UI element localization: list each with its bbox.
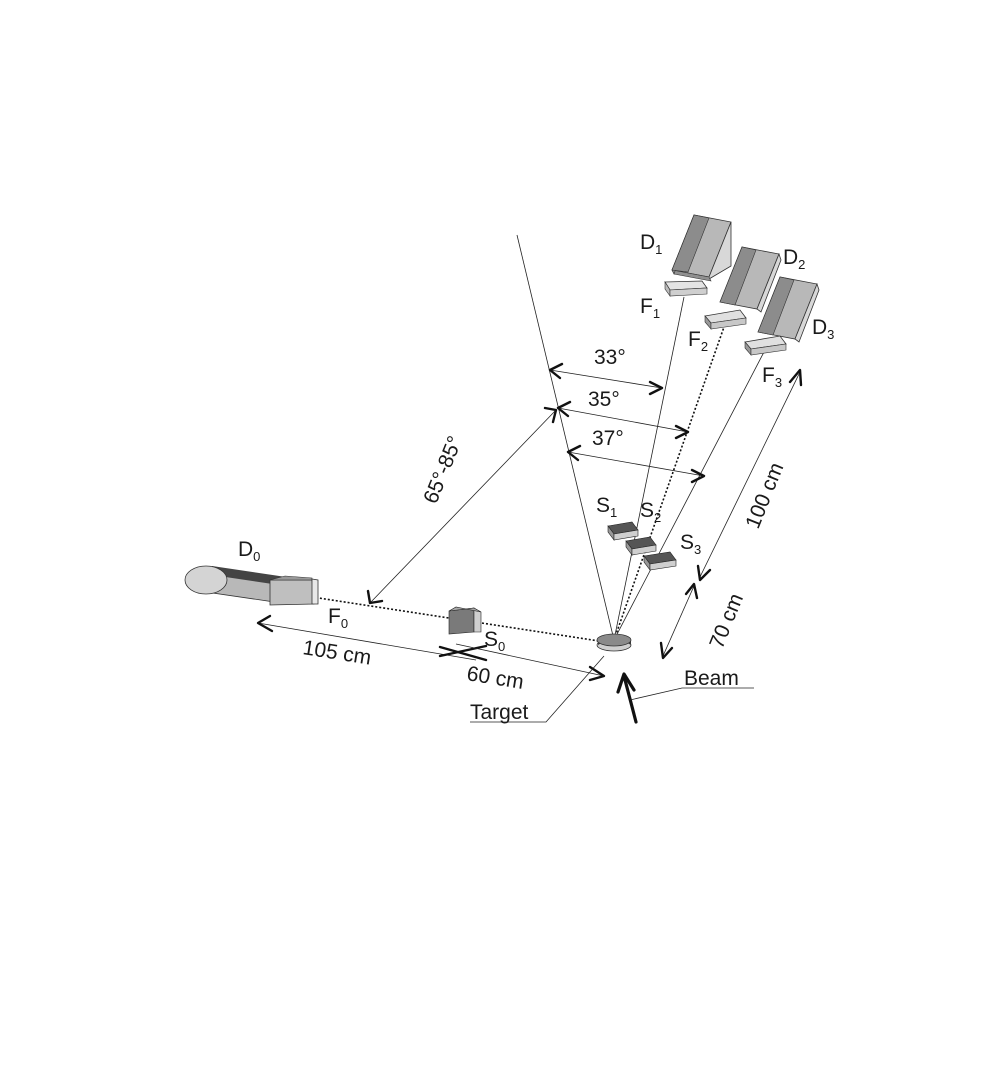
detector-D0 bbox=[184, 565, 315, 606]
callout-leaders bbox=[470, 655, 754, 723]
angle-65-85-dimension bbox=[366, 406, 558, 605]
label-beam: Beam bbox=[684, 667, 739, 690]
shield-S3 bbox=[643, 551, 677, 571]
label-F2: F2 bbox=[688, 328, 708, 354]
label-D1: D1 bbox=[640, 231, 662, 257]
angle-33-dimension bbox=[548, 362, 664, 396]
label-F3: F3 bbox=[762, 364, 782, 390]
label-distance-100: 100 cm bbox=[741, 459, 788, 531]
label-F0: F0 bbox=[328, 605, 348, 631]
label-S3: S3 bbox=[680, 531, 701, 557]
label-F1: F1 bbox=[640, 295, 660, 321]
detector-D2 bbox=[719, 246, 782, 313]
label-S0: S0 bbox=[484, 628, 505, 654]
beam-axis-line bbox=[516, 234, 615, 641]
angle-35-dimension bbox=[556, 400, 690, 440]
flight-path-3 bbox=[613, 351, 765, 641]
label-S1: S1 bbox=[596, 494, 617, 520]
detector-D1 bbox=[671, 214, 732, 282]
flight-path-0 bbox=[311, 596, 613, 644]
distance-100-dimension bbox=[696, 368, 803, 582]
label-target: Target bbox=[470, 701, 529, 724]
target bbox=[596, 633, 632, 652]
shield-S0 bbox=[448, 606, 482, 635]
filter-F3 bbox=[744, 335, 787, 356]
detector-D3 bbox=[757, 276, 820, 343]
shield-S2 bbox=[625, 536, 657, 556]
label-D2: D2 bbox=[783, 246, 805, 272]
filter-F2 bbox=[704, 309, 747, 330]
distance-60-dimension bbox=[438, 643, 606, 682]
label-distance-70: 70 cm bbox=[705, 590, 748, 652]
filter-F1 bbox=[664, 280, 708, 297]
label-D3: D3 bbox=[812, 316, 834, 342]
label-S2: S2 bbox=[640, 499, 661, 525]
label-D0: D0 bbox=[238, 538, 260, 564]
target-leader bbox=[470, 655, 605, 723]
beam-leader bbox=[629, 687, 754, 701]
angle-37-dimension bbox=[566, 444, 706, 484]
flight-path-1 bbox=[613, 296, 685, 641]
label-angle-65-85: 65°-85° bbox=[419, 433, 467, 507]
flight-path-2 bbox=[613, 326, 725, 641]
shield-S1 bbox=[607, 521, 639, 541]
label-angle-35: 35° bbox=[588, 388, 620, 411]
label-angle-37: 37° bbox=[592, 427, 624, 450]
beam-arrow bbox=[616, 672, 638, 724]
reference-lines bbox=[311, 234, 765, 644]
label-distance-105: 105 cm bbox=[301, 636, 373, 669]
filter-F0 bbox=[311, 578, 319, 605]
distance-70-dimension bbox=[659, 582, 699, 660]
label-angle-33: 33° bbox=[594, 346, 626, 369]
label-distance-60: 60 cm bbox=[465, 662, 525, 694]
distance-105-dimension bbox=[256, 614, 488, 661]
